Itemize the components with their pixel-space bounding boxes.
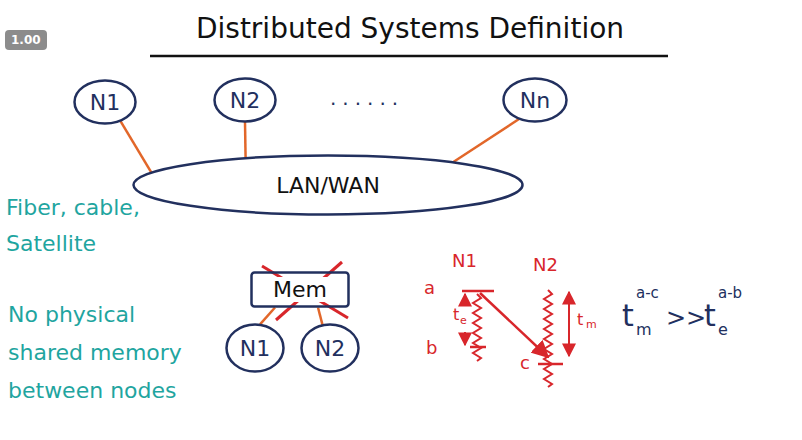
node-circle: N1 — [73, 79, 137, 125]
formula-subscript: m — [636, 320, 652, 339]
node-circle: Nn — [502, 77, 568, 123]
event-tick — [538, 363, 563, 366]
timeline — [473, 294, 481, 361]
network-ellipse: LAN/WAN — [132, 154, 524, 216]
node-outline-shape — [504, 79, 567, 122]
node-label: Mem — [270, 277, 330, 302]
formula-superscript: a-c — [636, 284, 659, 302]
node-label: N1 — [240, 336, 270, 361]
formula-subscript: e — [718, 320, 728, 339]
node-outline-shape — [215, 79, 276, 122]
formula-superscript: a-b — [718, 284, 742, 302]
process-label: N1 — [452, 250, 477, 271]
node-outline-shape — [75, 81, 136, 124]
node-label: N1 — [90, 90, 120, 115]
node-circle: N1 — [225, 323, 285, 373]
event-label: a — [424, 277, 435, 298]
node-outline-shape — [252, 272, 349, 306]
node-label: N2 — [230, 88, 260, 113]
note-text: No physical shared memory between nodes — [8, 296, 198, 410]
time-symbol: t — [453, 305, 459, 324]
formula-symbol: t — [622, 298, 634, 333]
duration-arrow — [464, 332, 466, 345]
node-outline-shape — [302, 325, 359, 372]
ellipsis: ...... — [330, 86, 404, 110]
duration-arrow — [568, 292, 570, 356]
node-outline-shape — [227, 325, 284, 372]
node-label: LAN/WAN — [276, 173, 380, 198]
event-tick — [462, 290, 494, 293]
network-link — [121, 121, 152, 172]
process-label: N2 — [533, 254, 558, 275]
network-link — [244, 122, 247, 158]
time-subscript: e — [460, 314, 467, 327]
network-link — [318, 308, 322, 325]
node-label: N2 — [315, 336, 345, 361]
speed-badge: 1.00 — [5, 30, 47, 50]
time-symbol: t — [577, 310, 583, 329]
memory-box: Mem — [250, 271, 350, 308]
title-underline — [150, 55, 668, 58]
formula-symbol: t — [704, 298, 716, 333]
node-outline-shape — [134, 156, 523, 215]
title: Distributed Systems Definition — [150, 12, 670, 45]
cross-mark — [262, 266, 348, 318]
message-arrow — [480, 293, 548, 357]
network-link — [453, 119, 519, 162]
duration-arrow — [464, 294, 466, 304]
event-label: b — [426, 337, 437, 358]
event-label: c — [520, 352, 530, 373]
timeline — [544, 290, 552, 387]
node-label: Nn — [520, 88, 550, 113]
time-subscript: m — [586, 318, 597, 331]
formula-operator: >> — [666, 304, 706, 332]
node-circle: N2 — [300, 323, 360, 373]
network-link — [260, 308, 275, 325]
event-tick — [470, 346, 486, 349]
node-circle: N2 — [213, 77, 277, 123]
note-text: Fiber, cable, Satellite — [6, 190, 196, 262]
